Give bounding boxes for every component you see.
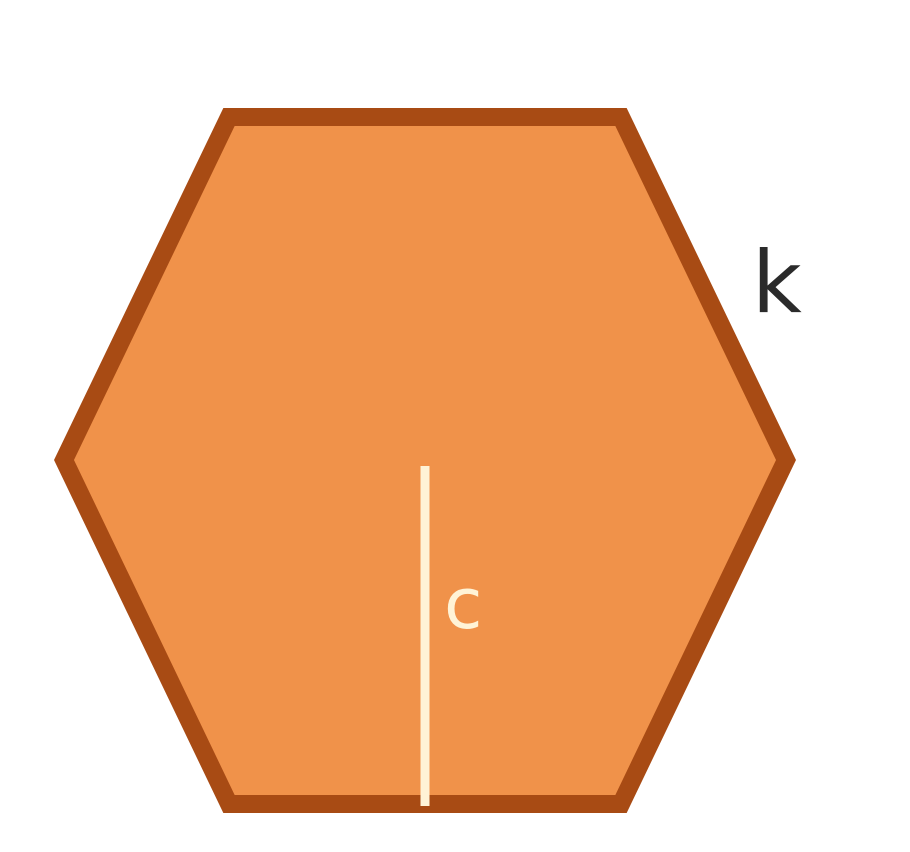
side-label: k <box>752 233 802 333</box>
hexagon-shape <box>54 108 796 813</box>
apothem-label: c <box>444 563 483 645</box>
